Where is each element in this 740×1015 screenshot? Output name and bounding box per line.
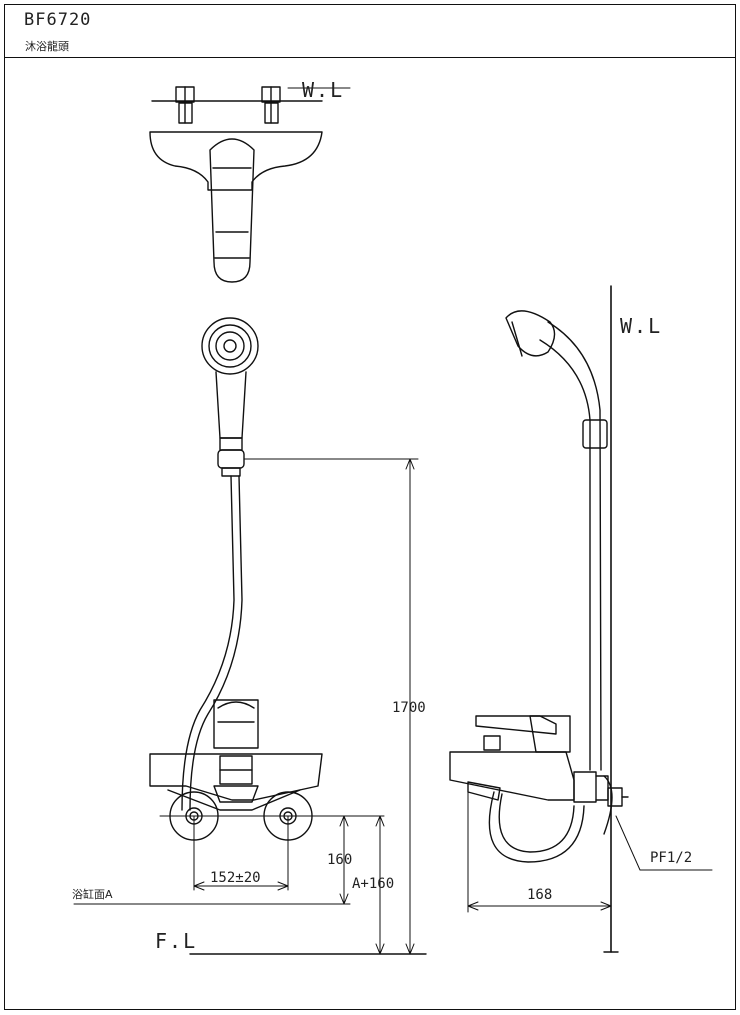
wall-line-label-side: W.L (620, 314, 662, 338)
top-body (149, 131, 323, 191)
shower-head (201, 317, 259, 375)
shower-hose (181, 475, 235, 811)
floor-line-label: F.L (155, 929, 197, 953)
front-view-faucet (149, 317, 385, 841)
side-hose-loop (488, 791, 585, 863)
dim-depth: 168 (527, 887, 552, 903)
side-eccentric (573, 771, 597, 803)
bath-rim-label: 浴缸面A (72, 887, 113, 901)
dim-mount-height: A+160 (352, 876, 394, 892)
side-view-faucet: PF1/2 W.L (449, 285, 713, 953)
product-name: 沐浴龍頭 (25, 40, 69, 53)
model-number: BF6720 (24, 10, 92, 30)
dim-rim-offset: 160 (327, 852, 352, 868)
side-bar-holder (582, 419, 608, 449)
handle-collar (219, 437, 243, 451)
mixer-body (149, 753, 323, 801)
side-lever (475, 715, 557, 735)
side-slide-bar (547, 321, 602, 771)
mixer-lever (213, 699, 259, 749)
dimension-lines: 1700 A+160 160 152±20 浴缸面A F.L (72, 458, 619, 955)
drawing-border (4, 4, 736, 1010)
shower-holder (217, 449, 245, 469)
dim-centers: 152±20 (210, 870, 261, 886)
wall-line-label-top: W.L (302, 78, 344, 102)
dim-total-height: 1700 (392, 700, 426, 716)
top-lever (209, 138, 255, 283)
shower-handle (215, 371, 247, 439)
side-shower-head (505, 310, 556, 357)
top-view-faucet: W.L (149, 78, 351, 283)
pipe-thread-label: PF1/2 (650, 850, 692, 866)
title-block-divider (4, 57, 736, 58)
